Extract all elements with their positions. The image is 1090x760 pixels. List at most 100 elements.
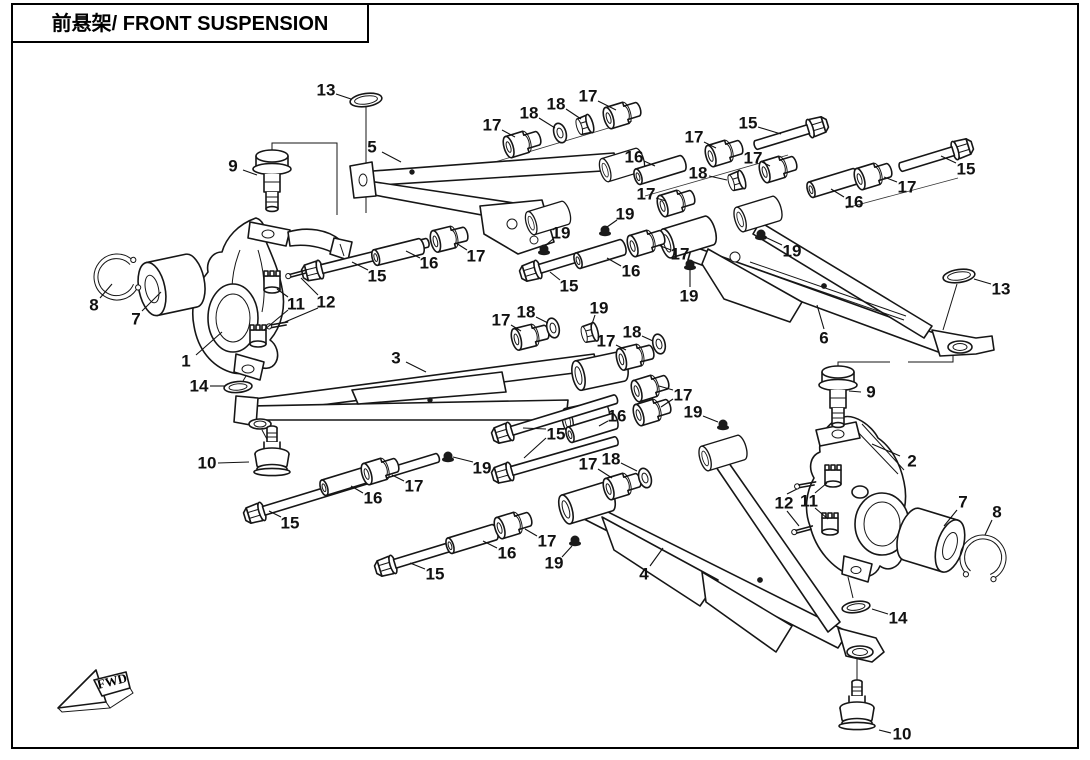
callout-2: 2 [871, 443, 917, 471]
callout-number: 19 [552, 224, 571, 243]
callout-18: 18 [517, 303, 549, 324]
upper-arm-left [349, 146, 648, 255]
callout-number: 16 [845, 193, 864, 212]
callout-16: 16 [598, 407, 627, 427]
callout-number: 3 [391, 349, 400, 368]
callout-number: 19 [473, 459, 492, 478]
callout-number: 17 [671, 245, 690, 264]
callout-16: 16 [405, 250, 439, 273]
callout-number: 8 [89, 296, 98, 315]
callout-18: 18 [623, 323, 654, 342]
callout-14: 14 [871, 608, 908, 628]
callout-17: 17 [597, 332, 627, 351]
callout-number: 11 [800, 492, 818, 511]
callout-10: 10 [878, 725, 912, 744]
callout-12: 12 [775, 488, 800, 527]
fwd-arrow: FWD [57, 669, 134, 713]
callout-5: 5 [367, 138, 402, 163]
callout-16: 16 [350, 485, 383, 508]
callout-16: 16 [606, 257, 640, 281]
castle-nut-11 [249, 324, 267, 348]
callout-17: 17 [455, 242, 485, 266]
callout-15: 15 [268, 510, 300, 533]
callout-19: 19 [684, 403, 719, 423]
callout-11: 11 [263, 288, 305, 331]
callout-19: 19 [764, 236, 801, 261]
callout-number: 18 [520, 104, 539, 123]
lower-arm-left [233, 349, 632, 436]
callout-17: 17 [685, 128, 717, 149]
callout-7: 7 [943, 493, 968, 527]
callout-16: 16 [830, 188, 864, 212]
callout-number: 7 [958, 493, 967, 512]
callout-number: 15 [547, 425, 566, 444]
callout-number: 15 [560, 277, 579, 296]
callout-number: 17 [579, 455, 598, 474]
callout-number: 16 [364, 489, 383, 508]
callout-number: 15 [281, 514, 300, 533]
callout-18: 18 [602, 450, 638, 472]
callout-number: 17 [538, 532, 557, 551]
callout-4: 4 [639, 547, 664, 584]
callout-number: 8 [992, 503, 1001, 522]
callout-6: 6 [816, 304, 829, 348]
castle-nut-11 [824, 464, 842, 488]
callout-19: 19 [606, 205, 634, 228]
callout-number: 11 [287, 295, 305, 314]
callout-number: 15 [957, 160, 976, 179]
callout-number: 16 [498, 544, 517, 563]
callout-number: 17 [685, 128, 704, 147]
callout-19: 19 [590, 299, 609, 328]
callout-number: 18 [689, 164, 708, 183]
callout-17: 17 [657, 244, 690, 264]
callout-number: 17 [597, 332, 616, 351]
callout-number: 16 [420, 254, 439, 273]
callout-15: 15 [351, 261, 387, 286]
callout-number: 5 [367, 138, 376, 157]
upper-arm-right [656, 194, 995, 357]
callout-19: 19 [680, 269, 699, 306]
callout-12: 12 [284, 277, 335, 323]
callout-number: 10 [198, 454, 217, 473]
callout-15: 15 [409, 562, 445, 584]
callout-19: 19 [452, 456, 492, 478]
callout-3: 3 [391, 349, 427, 373]
title-box [11, 3, 369, 43]
steering-knuckle-right [805, 415, 910, 583]
callout-18: 18 [520, 104, 556, 129]
callout-number: 10 [893, 725, 912, 744]
callout-17: 17 [483, 116, 516, 138]
callout-number: 14 [889, 609, 908, 628]
callout-18: 18 [547, 95, 582, 120]
callout-number: 9 [228, 157, 237, 176]
callout-number: 13 [992, 280, 1011, 299]
callout-number: 15 [426, 565, 445, 584]
callout-10: 10 [198, 454, 250, 473]
callout-number: 19 [680, 287, 699, 306]
callout-number: 2 [907, 452, 916, 471]
callout-8: 8 [89, 283, 113, 315]
callout-17: 17 [492, 311, 522, 332]
callout-number: 16 [608, 407, 627, 426]
callout-number: 15 [368, 267, 387, 286]
callout-number: 18 [602, 450, 621, 469]
callout-18: 18 [689, 164, 728, 183]
callout-17: 17 [883, 176, 917, 197]
callout-number: 4 [639, 565, 649, 584]
callout-19: 19 [545, 224, 571, 246]
callout-number: 17 [483, 116, 502, 135]
callout-number: 17 [674, 386, 693, 405]
callout-number: 17 [898, 178, 917, 197]
callout-9: 9 [228, 157, 258, 176]
callout-number: 18 [623, 323, 642, 342]
callout-number: 9 [866, 383, 875, 402]
callout-number: 19 [590, 299, 609, 318]
callout-number: 17 [492, 311, 511, 330]
callout-17: 17 [579, 87, 617, 111]
callout-15: 15 [739, 114, 782, 135]
callout-13: 13 [973, 278, 1011, 299]
callout-17: 17 [524, 528, 557, 551]
